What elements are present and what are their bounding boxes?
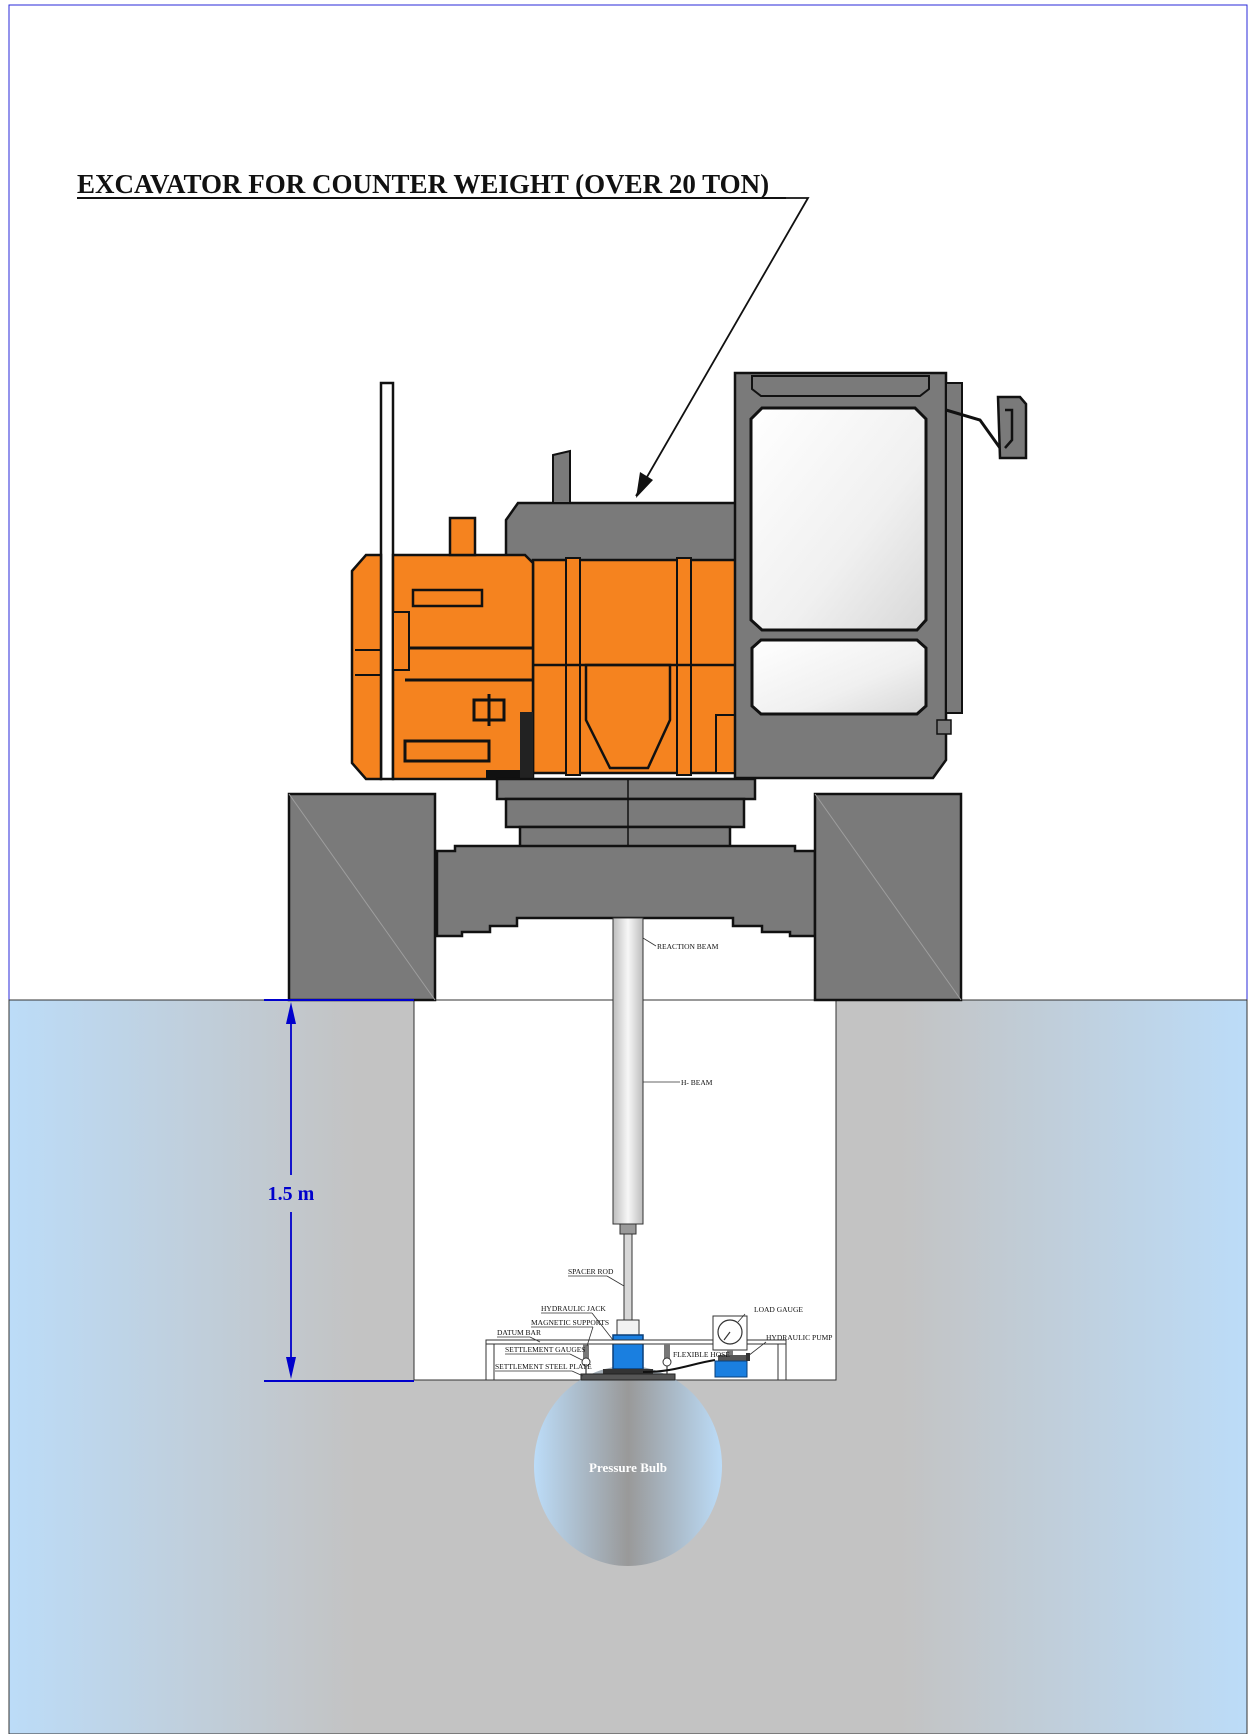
excavator <box>287 371 1028 1002</box>
load-gauge-stem <box>727 1350 733 1355</box>
dimension-arrow-up <box>286 1002 296 1024</box>
air-intake <box>448 516 477 557</box>
label-hydraulic-pump: HYDRAULIC PUMP <box>766 1333 832 1342</box>
pump-top <box>718 1355 746 1361</box>
magnetic-support-right <box>664 1344 670 1360</box>
rear-shadow <box>520 712 533 779</box>
dimension-arrow-down <box>286 1357 296 1379</box>
label-reaction-beam: REACTION BEAM <box>657 942 719 951</box>
magnetic-support-left <box>583 1344 589 1360</box>
rear-vent-slot <box>403 739 491 763</box>
hydraulic-pump <box>714 1360 748 1378</box>
datum-bar <box>485 1339 787 1345</box>
turntable-top <box>495 777 757 801</box>
label-h-beam: H- BEAM <box>681 1078 713 1087</box>
jack-base <box>603 1369 653 1374</box>
rear-counterweight-edge <box>350 553 383 781</box>
rear-panel <box>392 611 410 671</box>
label-hydraulic-jack: HYDRAULIC JACK <box>541 1304 606 1313</box>
body-strut-right <box>676 557 692 776</box>
spacer-rod-leader <box>606 1275 625 1287</box>
pressure-bulb-label: Pressure Bulb <box>589 1460 667 1475</box>
hydraulic-pump-leader <box>747 1341 767 1357</box>
rear-skirt <box>486 770 531 779</box>
cab-handle <box>936 719 952 735</box>
label-magnetic-supports: MAGNETIC SUPPORTS <box>531 1318 609 1327</box>
depth-dimension: 1.5 m <box>264 999 414 1382</box>
rear-counterweight <box>391 553 535 781</box>
spacer-rod <box>623 1233 633 1321</box>
label-load-gauge: LOAD GAUGE <box>754 1305 803 1314</box>
flexible-hose <box>642 1359 716 1373</box>
mirror-bracket <box>1004 408 1014 449</box>
datum-bar-right-post <box>777 1339 787 1381</box>
reaction-beam-leader <box>642 937 657 947</box>
rear-slot-top <box>411 588 484 608</box>
h-beam <box>612 917 644 1225</box>
diagram-title: EXCAVATOR FOR COUNTER WEIGHT (OVER 20 TO… <box>77 169 769 199</box>
title-leader-arrowhead <box>636 472 653 498</box>
beam-cap <box>619 1223 637 1235</box>
settlement-steel-plate-leader <box>571 1370 584 1377</box>
cab-door-rail <box>945 382 963 714</box>
label-spacer-rod: SPACER ROD <box>568 1267 614 1276</box>
cab-lower-window <box>750 638 928 716</box>
pump-handle <box>746 1353 750 1361</box>
label-datum-bar: DATUM BAR <box>497 1328 541 1337</box>
engine-hood <box>504 501 738 567</box>
cab-roof-trim <box>751 375 930 397</box>
jack-ram <box>616 1319 640 1336</box>
hydraulic-jack-leader <box>591 1312 614 1341</box>
track-left-hatch <box>288 793 436 1001</box>
cab-upper-window <box>749 406 928 632</box>
label-settlement-steel-plate: SETTLEMENT STEEL PLATE <box>495 1362 592 1371</box>
test-apparatus: REACTION BEAM H- BEAM SPACER ROD HYDRAUL… <box>485 917 832 1381</box>
body-step <box>715 714 737 774</box>
load-gauge-leader <box>737 1313 746 1323</box>
hood-vent <box>552 449 571 504</box>
datum-bar-left-post <box>485 1339 495 1381</box>
label-flexible-hose: FLEXIBLE HOSE <box>673 1350 730 1359</box>
settlement-gauges-leader <box>569 1353 583 1361</box>
turntable-middle <box>504 797 746 829</box>
magnetic-supports-leader <box>586 1326 594 1347</box>
body-strut-left <box>565 557 581 776</box>
title-leader-line <box>635 197 810 497</box>
datum-bar-leader <box>529 1336 541 1343</box>
settlement-steel-plate <box>580 1373 676 1381</box>
settlement-gauge-right <box>662 1357 672 1367</box>
pressure-bulb <box>534 1366 722 1566</box>
depth-label: 1.5 m <box>268 1183 315 1205</box>
mirror-arm <box>945 408 1002 449</box>
load-gauge-needle <box>723 1331 731 1341</box>
label-settlement-gauges: SETTLEMENT GAUGES <box>505 1345 585 1354</box>
track-right-hatch <box>814 793 962 1001</box>
undercarriage-frame <box>435 844 817 938</box>
exhaust-pipe <box>379 381 395 781</box>
